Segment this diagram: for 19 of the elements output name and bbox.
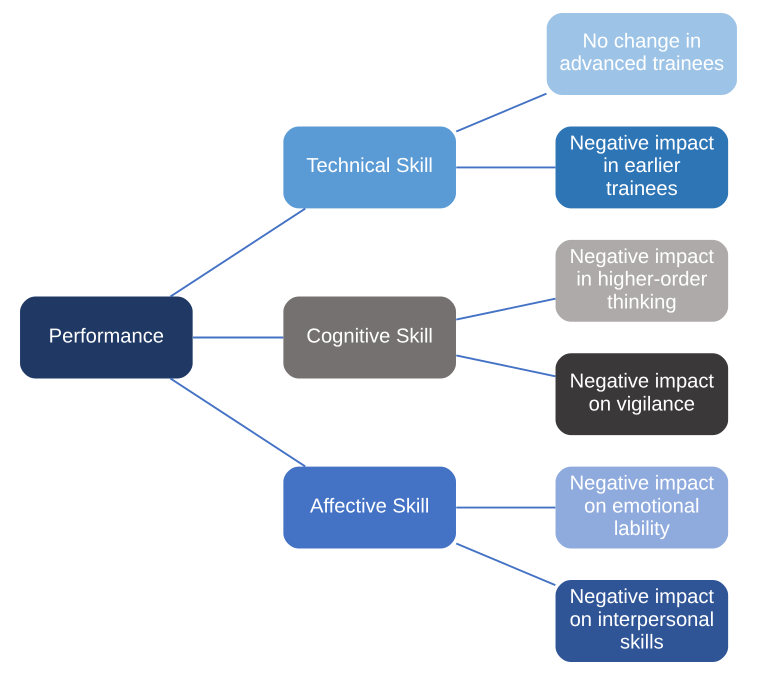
node-box: Cognitive Skill — [283, 296, 456, 378]
node-box: Affective Skill — [283, 466, 456, 549]
connector — [456, 166, 556, 168]
connector — [170, 208, 306, 298]
connector — [193, 336, 284, 338]
connector — [456, 506, 556, 509]
connector — [456, 298, 556, 320]
node-box: Negative impact in earlier trainees — [556, 126, 728, 208]
node-box: Technical Skill — [283, 126, 456, 208]
connector — [456, 92, 547, 132]
connector — [170, 378, 306, 468]
node-box: No change in advanced trainees — [546, 13, 737, 95]
node-box: Negative impact on emotional lability — [556, 466, 728, 549]
connector — [456, 542, 556, 586]
node-box: Negative impact in higher-order thinking — [556, 240, 728, 322]
connector — [456, 354, 556, 378]
node-box: Performance — [20, 296, 193, 378]
node-box: Negative impact on vigilance — [556, 353, 728, 436]
node-box: Negative impact on interpersonal skills — [556, 580, 728, 662]
